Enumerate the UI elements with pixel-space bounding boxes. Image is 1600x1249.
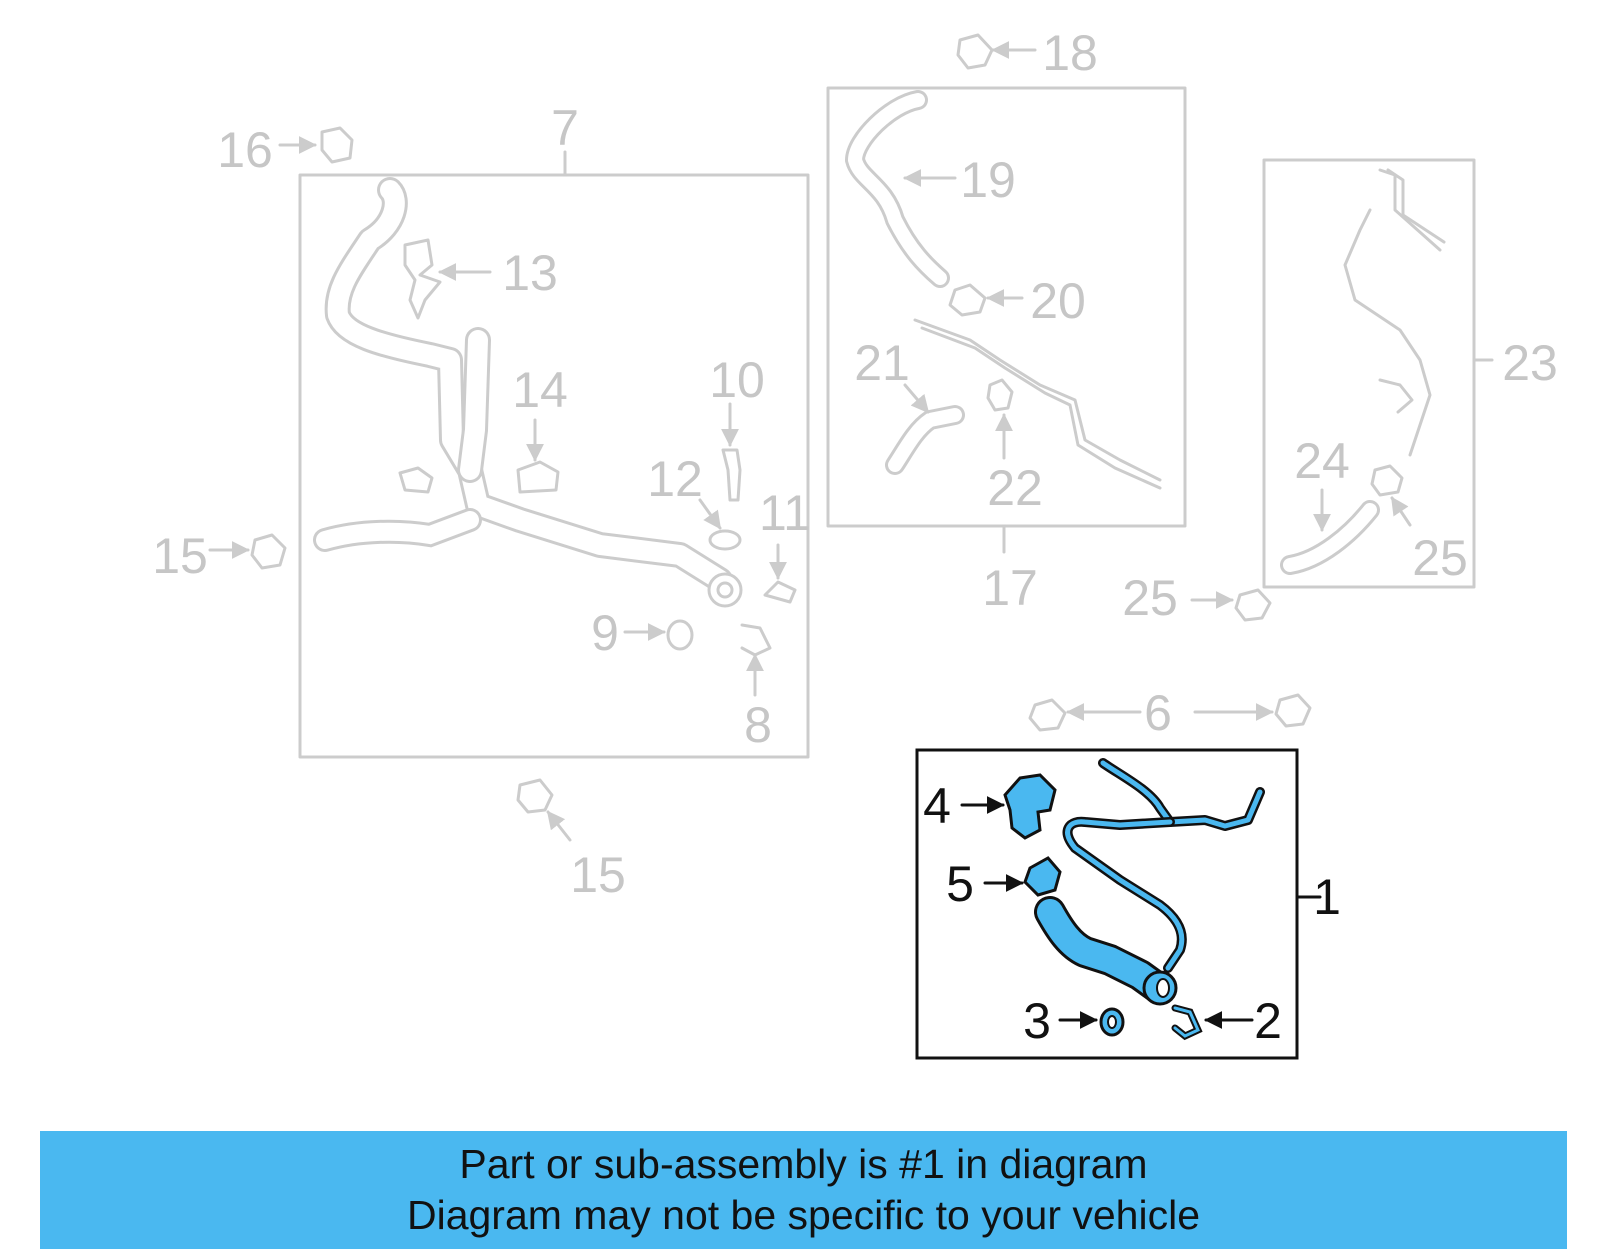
callout-9: 9: [591, 605, 619, 661]
pipe-17-shape: [913, 318, 1162, 482]
sensor-10-shape: [721, 448, 742, 502]
callout-10: 10: [709, 352, 765, 408]
bracket-14-shape: [516, 460, 560, 494]
clamp-18-shape: [956, 33, 994, 70]
diagram-canvas: 7 16 13 14 10 12 11 15 9 8 15 18 19 20 2…: [152, 25, 1558, 1060]
callout-4: 4: [923, 778, 951, 834]
oring-9-shape: [666, 619, 694, 651]
leaders-group-17: [903, 41, 1037, 460]
callout-19: 19: [960, 152, 1016, 208]
banner-line-2: Diagram may not be specific to your vehi…: [406, 1192, 1200, 1238]
callout-12: 12: [647, 451, 703, 507]
clamp-25-outer-shape: [1234, 588, 1272, 622]
callout-22: 22: [987, 460, 1043, 516]
callout-15-bottom: 15: [570, 847, 626, 903]
callout-24: 24: [1294, 433, 1350, 489]
clip-2-shape: [1173, 1006, 1200, 1038]
clamp-5-shape: [1023, 856, 1062, 897]
assembly-box-17: [826, 86, 1187, 554]
bracket-13-shape: [403, 238, 442, 320]
pipe-23-shape: [1343, 168, 1442, 457]
clamp-25-inner-shape: [1370, 464, 1404, 497]
callout-1: 1: [1313, 869, 1341, 925]
clip-11-shape: [763, 580, 797, 604]
clip-8-shape: [740, 623, 772, 657]
assembly-box-23: [1262, 158, 1494, 589]
callout-23: 23: [1502, 335, 1558, 391]
callout-7: 7: [551, 100, 579, 156]
leaders-group-7: [208, 136, 787, 842]
clamp-6-left-shape: [1028, 698, 1067, 732]
callout-5: 5: [946, 856, 974, 912]
callout-3: 3: [1023, 993, 1051, 1049]
callout-20: 20: [1030, 273, 1086, 329]
info-banner: Part or sub-assembly is #1 in diagram Di…: [40, 1131, 1567, 1249]
connector-4-shape: [1003, 773, 1057, 840]
callout-8: 8: [744, 697, 772, 753]
leaders-group-1: [960, 796, 1254, 1029]
callout-13: 13: [502, 245, 558, 301]
highlighted-hose-1: [1034, 758, 1265, 1006]
callout-16: 16: [217, 122, 273, 178]
callout-21: 21: [854, 335, 910, 391]
coolant-hose-assembly-7: [313, 177, 743, 608]
banner-line-1: Part or sub-assembly is #1 in diagram: [459, 1141, 1148, 1187]
callout-25-inner: 25: [1412, 530, 1468, 586]
callout-6: 6: [1144, 685, 1172, 741]
callout-11: 11: [759, 485, 811, 541]
callout-18: 18: [1042, 25, 1098, 81]
washer-12-shape: [708, 529, 742, 551]
clamp-15-left-shape: [250, 533, 287, 570]
callout-17: 17: [982, 560, 1038, 616]
callout-15-left: 15: [152, 528, 208, 584]
callout-labels: 7 16 13 14 10 12 11 15 9 8 15 18 19 20 2…: [152, 25, 1558, 1049]
callout-25-outer: 25: [1122, 570, 1178, 626]
clamp-6-right-shape: [1274, 693, 1312, 728]
assembly-box-1: [915, 748, 1322, 1060]
clamp-22-shape: [986, 378, 1014, 412]
leaders-group-23: [1190, 488, 1412, 609]
clip-shape: [398, 466, 434, 494]
assembly-box-7: [298, 150, 810, 759]
callout-14: 14: [512, 362, 568, 418]
callout-2: 2: [1254, 993, 1282, 1049]
clamp-16-shape: [320, 126, 354, 164]
clamp-20-shape: [948, 283, 987, 317]
clamp-15-bottom-shape: [516, 778, 554, 814]
